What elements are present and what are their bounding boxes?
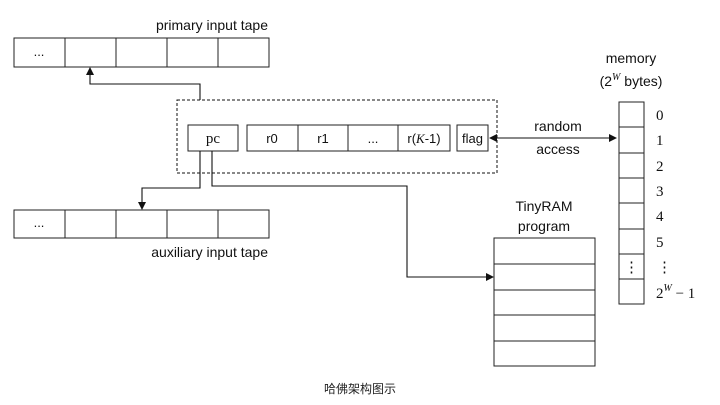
- memory-address: 3: [656, 184, 664, 200]
- tape-cell: [115, 37, 168, 68]
- program-row: [493, 237, 596, 265]
- register-last: r(K-1): [407, 131, 440, 146]
- memory-address: 5: [656, 235, 664, 251]
- memory-address-last: 2W − 1: [656, 283, 695, 302]
- arrow-pc-to-primary-tape: [86, 67, 201, 100]
- memory-cell: [618, 177, 645, 204]
- cpu-block: pc r0 r1 ... r(K-1) flag: [176, 99, 498, 174]
- tape-cell: [115, 209, 168, 239]
- register-r0: r0: [266, 131, 278, 146]
- tinyram-program: TinyRAM program: [493, 198, 596, 367]
- figure-caption: 哈佛架构图示: [324, 381, 396, 396]
- memory-cell: [618, 202, 645, 230]
- memory-size: (2W bytes): [600, 72, 663, 89]
- random-access-bus: random access: [489, 118, 617, 157]
- memory-address-ellipsis: ⋮: [657, 260, 672, 276]
- memory-block: memory (2W bytes) ⋮ 0 1 2 3 4 5 ⋮ 2W − 1: [600, 50, 695, 305]
- memory-cell: [618, 278, 645, 305]
- auxiliary-tape-label: auxiliary input tape: [151, 244, 268, 260]
- memory-address: 1: [656, 133, 664, 149]
- program-row: [493, 314, 596, 342]
- arrow-pc-to-program: [211, 151, 494, 281]
- register-r1: r1: [317, 131, 329, 146]
- bus-label-line2: access: [536, 141, 580, 157]
- tape-cell: [166, 37, 219, 68]
- memory-address: 0: [656, 108, 664, 124]
- tape-cell: [166, 209, 219, 239]
- register-cell: [397, 124, 451, 152]
- program-row: [493, 289, 596, 316]
- register-ellipsis: ...: [368, 131, 379, 146]
- arrow-right-head: [609, 134, 617, 142]
- tape-cell: [64, 209, 117, 239]
- register-cell: [246, 124, 299, 152]
- memory-address: 4: [656, 209, 664, 225]
- memory-address: 2: [656, 159, 664, 175]
- program-title-line1: TinyRAM: [515, 198, 572, 214]
- arrow-pc-to-auxiliary-tape: [138, 151, 201, 210]
- memory-cell-ellipsis: ⋮: [624, 260, 639, 276]
- tape-ellipsis: ...: [34, 215, 45, 230]
- primary-tape-label: primary input tape: [156, 17, 268, 33]
- bus-label-line1: random: [534, 118, 581, 134]
- auxiliary-input-tape: ... auxiliary input tape: [13, 209, 270, 260]
- arrow-left-head: [489, 134, 497, 142]
- program-row: [493, 263, 596, 291]
- memory-cell: [618, 152, 645, 179]
- tape-cell: [217, 209, 270, 239]
- memory-cell: [618, 101, 645, 128]
- tape-cell: [217, 37, 270, 68]
- memory-cell: [618, 126, 645, 154]
- flag-register: [456, 124, 489, 152]
- memory-title: memory: [606, 50, 657, 66]
- tape-ellipsis: ...: [34, 44, 45, 59]
- flag-label: flag: [462, 131, 483, 146]
- tape-cell: [13, 37, 66, 68]
- tape-cell: [64, 37, 117, 68]
- memory-cell: [618, 228, 645, 255]
- pc-register: [187, 124, 239, 152]
- program-title-line2: program: [518, 218, 570, 234]
- program-row: [493, 340, 596, 367]
- register-file: r0 r1 ... r(K-1): [246, 124, 451, 152]
- pc-label: pc: [206, 131, 221, 147]
- primary-input-tape: primary input tape ...: [13, 17, 270, 68]
